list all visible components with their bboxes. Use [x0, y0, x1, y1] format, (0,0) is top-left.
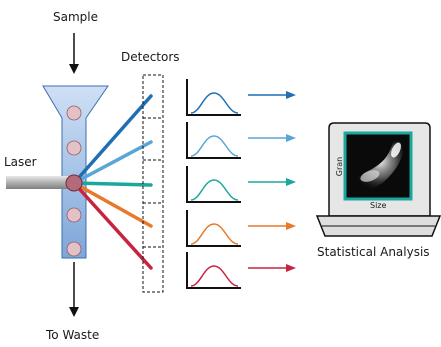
flow-cell — [42, 85, 109, 259]
sample-label: Sample — [53, 10, 98, 24]
scatter-rays — [72, 94, 153, 270]
signal-plot-4 — [186, 210, 241, 247]
laser-beam — [6, 176, 68, 189]
signal-plot-2 — [186, 122, 241, 159]
ray-channel-4 — [72, 181, 153, 228]
waste-label: To Waste — [46, 328, 100, 342]
cell — [66, 241, 82, 257]
laser-label: Laser — [4, 155, 37, 169]
cell — [66, 140, 82, 156]
cells — [65, 105, 83, 257]
waste-arrow-head — [69, 307, 79, 317]
cell-illuminated — [65, 174, 83, 192]
sample-arrow-head — [69, 64, 79, 74]
computer — [315, 122, 441, 237]
cell — [66, 105, 82, 121]
signal-plots — [186, 79, 241, 289]
ray-channel-5 — [72, 181, 153, 270]
ray-channel-1 — [72, 94, 153, 185]
ray-channel-3 — [72, 181, 153, 187]
analysis-label: Statistical Analysis — [317, 245, 430, 259]
size-axis-label: Size — [370, 201, 387, 210]
signal-plot-3 — [186, 166, 241, 203]
detectors-label: Detectors — [121, 50, 180, 64]
signal-plot-1 — [186, 79, 241, 116]
ray-channel-2 — [72, 140, 153, 185]
cell — [66, 207, 82, 223]
detector-strip — [142, 74, 164, 293]
signal-plot-5 — [186, 252, 241, 289]
output-arrows — [248, 91, 296, 272]
gran-axis-label: Gran — [335, 156, 345, 177]
